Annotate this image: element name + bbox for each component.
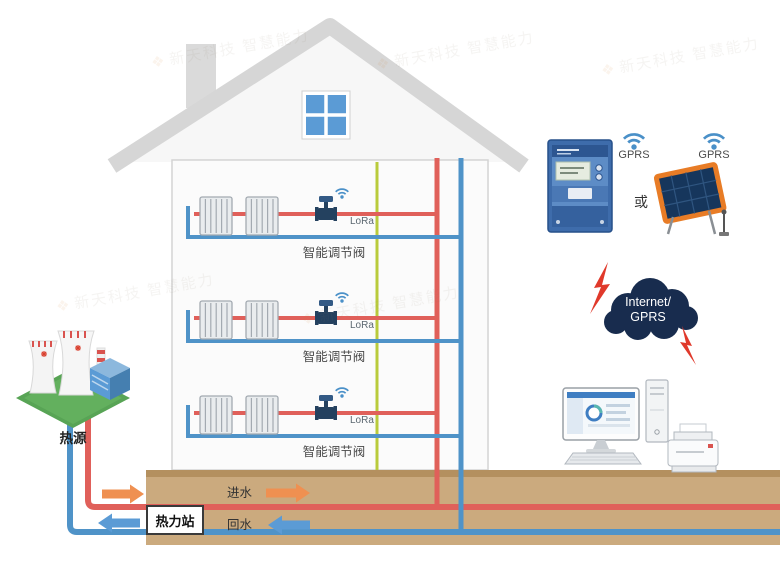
monitor-stand xyxy=(593,440,609,449)
red-star-icon xyxy=(74,344,82,352)
return-flow-arrow xyxy=(98,513,140,533)
floor-1-loop xyxy=(186,188,461,239)
floor-3-loop xyxy=(186,387,461,438)
supply-flow-arrow xyxy=(266,483,310,503)
concentrator-device xyxy=(547,139,613,233)
radiator xyxy=(199,196,233,236)
lora-label: LoRa xyxy=(350,320,374,331)
return-flow-arrow xyxy=(268,515,310,535)
cooling-tower-small xyxy=(28,340,58,394)
attic-window xyxy=(301,90,351,140)
tower-stripes xyxy=(63,331,86,338)
factory-building xyxy=(90,358,130,400)
return-main-pipe xyxy=(67,415,780,535)
panel-leg xyxy=(707,210,717,235)
tower-stripes xyxy=(32,341,52,347)
radiator xyxy=(245,300,279,340)
cloud-label-line2: GPRS xyxy=(630,310,666,324)
heat-source-label: 热源 xyxy=(59,431,87,446)
lora-label: LoRa xyxy=(350,415,374,426)
panel-leg xyxy=(666,216,675,235)
gprs-wifi-icon xyxy=(702,133,726,152)
nameplate xyxy=(568,188,592,199)
printer-button xyxy=(708,444,713,448)
power-button xyxy=(654,429,660,435)
heat-station-label: 热力站 xyxy=(155,513,195,529)
cloud-label: Internet/ GPRS xyxy=(604,295,692,325)
gprs-label: GPRS xyxy=(618,149,650,161)
return-water-label: 回水 xyxy=(227,518,253,532)
desktop-computer xyxy=(562,387,642,465)
meter-button xyxy=(595,173,603,181)
roof xyxy=(107,18,529,173)
lora-label: LoRa xyxy=(350,216,374,227)
internet-cloud xyxy=(604,278,698,340)
printer xyxy=(667,423,719,473)
smart-valve-label: 智能调节阀 xyxy=(302,350,366,364)
radiator xyxy=(245,196,279,236)
gprs-wifi-icon xyxy=(622,133,646,152)
heat-station-box: 热力站 xyxy=(146,505,204,535)
floor-2-loop xyxy=(186,292,461,343)
radiator xyxy=(245,395,279,435)
smart-valve-label: 智能调节阀 xyxy=(302,246,366,260)
pc-tower xyxy=(645,379,669,443)
cloud-label-line1: Internet/ xyxy=(625,295,671,309)
supply-water-label: 进水 xyxy=(227,486,253,500)
keyboard xyxy=(564,452,642,465)
gprs-label: GPRS xyxy=(698,149,730,161)
radiator xyxy=(199,300,233,340)
solar-panel-device xyxy=(653,162,729,236)
supply-main-pipe xyxy=(85,415,780,510)
lcd-screen xyxy=(555,161,591,181)
smart-valve-label: 智能调节阀 xyxy=(302,445,366,459)
heat-source-plant xyxy=(16,330,130,428)
red-star-icon xyxy=(40,350,48,358)
lightning-icon xyxy=(680,326,696,365)
meter-button xyxy=(595,164,603,172)
supply-flow-arrow xyxy=(102,484,144,504)
radiator xyxy=(199,395,233,435)
lightning-icon xyxy=(590,262,610,314)
or-label: 或 xyxy=(634,194,648,210)
cooling-tower-large xyxy=(57,330,95,396)
